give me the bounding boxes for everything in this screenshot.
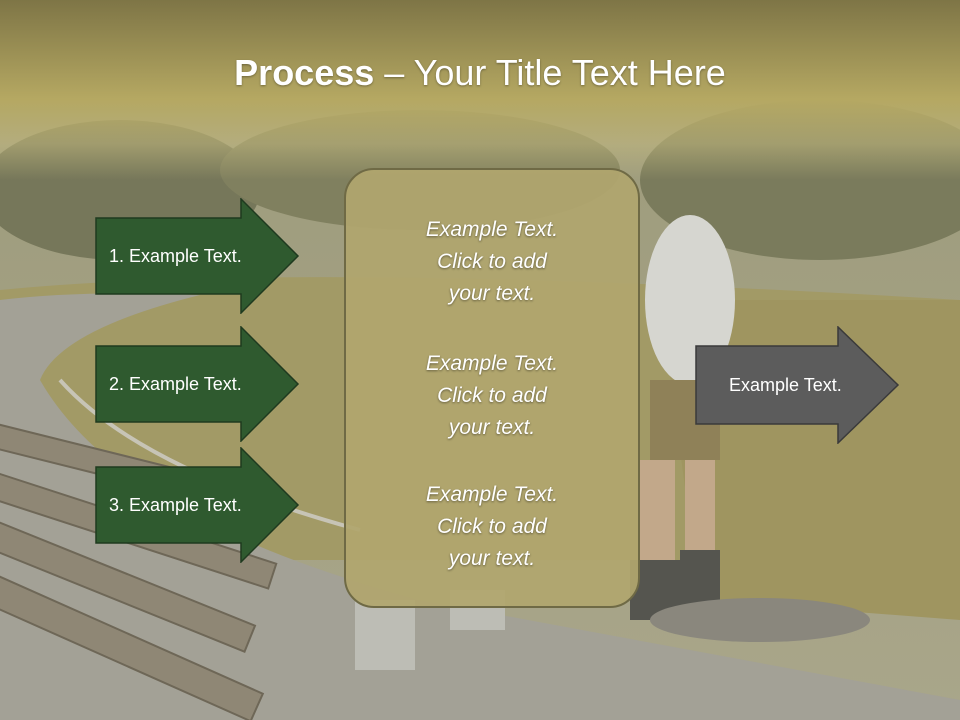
center-block-3: Example Text. Click to add your text.: [346, 479, 638, 575]
right-arrow-label: Example Text.: [729, 374, 842, 395]
slide-title[interactable]: Process – Your Title Text Here: [0, 52, 960, 94]
block-line: your text.: [448, 416, 536, 439]
center-text-box[interactable]: Example Text. Click to add your text. Ex…: [344, 168, 640, 608]
title-bold: Process: [234, 52, 375, 93]
block-line: Click to add: [437, 384, 547, 407]
left-arrow-1[interactable]: 1. Example Text.: [95, 198, 300, 314]
block-line: Example Text.: [425, 218, 559, 241]
arrow-shape: [95, 447, 300, 563]
title-rest: – Your Title Text Here: [374, 52, 726, 93]
arrow-shape: [695, 326, 900, 444]
block-line: your text.: [448, 547, 536, 570]
arrow-shape: [95, 198, 300, 314]
left-arrow-3[interactable]: 3. Example Text.: [95, 447, 300, 563]
left-arrow-3-label: 3. Example Text.: [109, 494, 242, 515]
left-arrow-1-label: 1. Example Text.: [109, 245, 242, 266]
center-block-1: Example Text. Click to add your text.: [346, 214, 638, 310]
left-arrow-2-label: 2. Example Text.: [109, 373, 242, 394]
block-line: your text.: [448, 282, 536, 305]
block-line: Click to add: [437, 515, 547, 538]
title-band: [0, 0, 960, 180]
block-line: Example Text.: [425, 352, 559, 375]
block-line: Click to add: [437, 250, 547, 273]
left-arrow-2[interactable]: 2. Example Text.: [95, 326, 300, 442]
right-arrow[interactable]: Example Text.: [695, 326, 900, 444]
center-block-2: Example Text. Click to add your text.: [346, 348, 638, 444]
block-line: Example Text.: [425, 483, 559, 506]
arrow-shape: [95, 326, 300, 442]
